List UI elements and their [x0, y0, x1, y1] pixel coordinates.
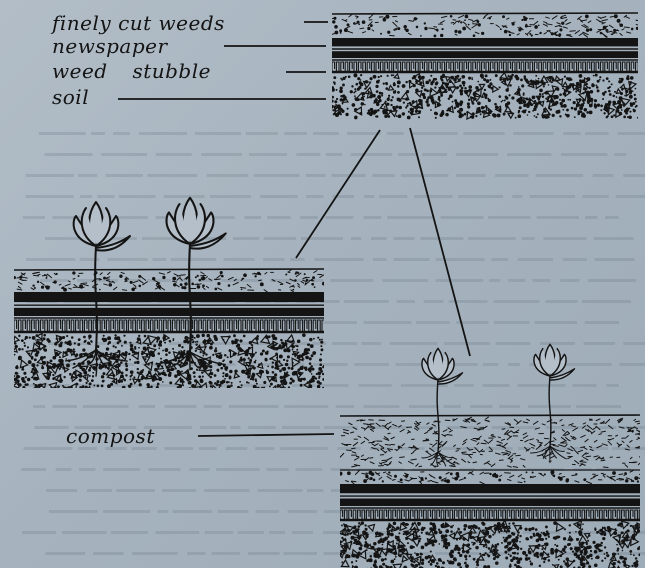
cross-section-top — [330, 13, 641, 119]
label-newspaper: newspaper — [52, 34, 168, 58]
label-soil: soil — [52, 85, 89, 109]
label-compost: compost — [66, 424, 155, 448]
cross-section-right — [337, 415, 645, 568]
label-weed-stubble: weed stubble — [52, 59, 211, 83]
leader-compost — [198, 434, 334, 436]
cross-section-left — [13, 269, 326, 394]
label-finely-cut-weeds: finely cut weeds — [50, 11, 225, 35]
